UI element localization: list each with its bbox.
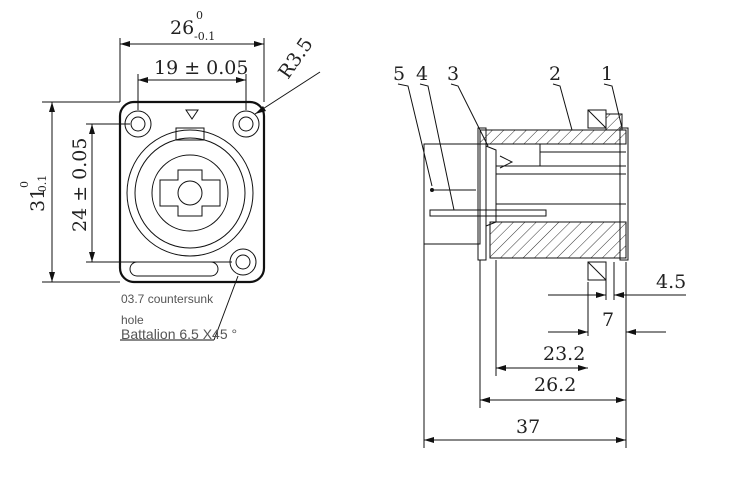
dim-23-2: 23.2 [543,343,585,365]
orientation-triangle-icon [185,109,199,120]
width-tolerance-upper: 0 [196,9,203,22]
part-label-5: 5 [393,63,405,85]
height-tolerance-lower: -0.1 [36,175,49,196]
latch-tab [175,127,205,141]
mounting-hole-bottom-right [229,248,257,276]
latch-slot [129,261,219,277]
mounting-hole-top-right [232,110,260,138]
mounting-plate [118,100,266,284]
part-label-1: 1 [601,63,613,85]
dim-4-5: 4.5 [656,271,686,293]
key-slot [159,169,221,217]
corner-radius: R3.5 [274,34,318,83]
front-view: 26 0 -0.1 19 ± 0.05 R3.5 31 0 -0.1 24 ± … [18,9,321,342]
connector-inner-ring [134,137,246,249]
part-label-3: 3 [447,63,459,85]
part-label-4: 4 [416,63,428,85]
front-flange [477,127,487,261]
housing-bottom-section [489,221,627,259]
nut-bottom [587,261,607,281]
height-dimension: 31 [27,188,49,212]
connector-core [151,154,229,232]
part-label-2: 2 [549,63,561,85]
note-hole: hole [121,313,144,327]
dim-37: 37 [516,416,540,438]
dim-26-2: 26.2 [534,374,576,396]
note-countersunk: 03.7 countersunk [121,292,214,306]
width-dimension: 26 [170,17,194,39]
hole-spacing-vertical: 24 ± 0.05 [69,138,91,232]
width-tolerance-lower: -0.1 [194,30,215,43]
note-chamfer: Battalion 6.5 X45 ° [121,326,237,342]
dim-7: 7 [602,309,614,331]
height-tolerance-upper: 0 [18,181,31,188]
connector-outer-ring [126,129,254,257]
housing-top-section [479,129,627,145]
contact-bar [429,209,547,217]
hole-spacing-horizontal: 19 ± 0.05 [154,57,248,79]
rear-end [619,127,629,261]
center-pin [177,180,203,206]
nut-top-flange [605,113,623,131]
panel-body [423,143,481,245]
side-view: 5 4 3 2 1 4.5 7 23.2 [393,63,686,448]
